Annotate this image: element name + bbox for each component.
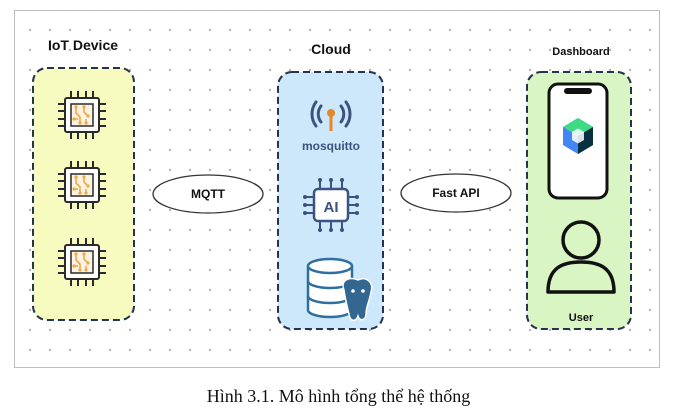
fast-api-connector: [400, 173, 512, 213]
mosquitto-logo-icon: mosquitto: [302, 100, 360, 153]
smartphone-icon: [547, 82, 609, 200]
ai-chip-label: AI: [324, 199, 339, 216]
dashboard-title: Dashboard: [552, 46, 609, 58]
jetpack-compose-logo-icon: [563, 118, 593, 154]
user-icon: [546, 220, 616, 294]
mosquitto-wordmark: mosquitto: [302, 139, 360, 153]
figure-caption: Hình 3.1. Mô hình tổng thể hệ thống: [206, 386, 471, 406]
architecture-diagram: IoT Device Cloud mosquitto A: [15, 11, 659, 367]
fast-api-label: Fast API: [432, 186, 480, 200]
iot-chip-icon: [57, 237, 107, 287]
iot-chip-icon: [57, 160, 107, 210]
mqtt-label: MQTT: [191, 187, 226, 201]
user-label: User: [569, 312, 594, 324]
mqtt-connector: [152, 174, 264, 214]
cloud-title: Cloud: [311, 41, 351, 57]
postgresql-database-icon: [306, 257, 373, 321]
iot-chip-icon: [57, 90, 107, 140]
iot-device-title: IoT Device: [48, 37, 118, 53]
ai-chip-icon: AI: [303, 178, 359, 232]
figure-frame: [14, 10, 660, 368]
